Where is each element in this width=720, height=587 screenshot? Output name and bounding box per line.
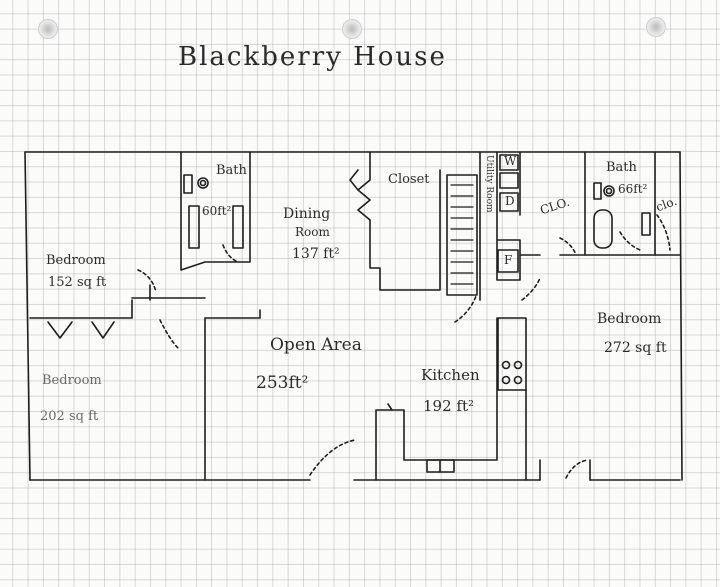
bath-left-toilet-box [183, 174, 193, 194]
bedroom-nw-label: Bedroom [46, 253, 106, 268]
door-swing-nw-bedroom [137, 269, 157, 293]
door-swing-bedroom-east [565, 459, 589, 479]
closet-zigzag [349, 169, 359, 191]
bath-left-label: Bath [216, 163, 247, 178]
door-swing-clo-right [656, 214, 671, 251]
door-swing-open-area [309, 439, 356, 476]
wall-kitchen-west [375, 317, 498, 481]
binder-hole-center [342, 19, 362, 39]
kitchen-label: Kitchen [421, 366, 480, 384]
bedroom-sw-area: 202 sq ft [40, 409, 99, 424]
stair-treads [450, 184, 474, 285]
bedroom-sw-label: Bedroom [42, 373, 102, 388]
closet-label: Closet [388, 172, 430, 187]
dining-label-line1: Dining [283, 206, 331, 222]
wall-utility-east [519, 151, 681, 256]
closet-doors-sw [47, 321, 115, 339]
door-swing-stairs [454, 295, 477, 323]
bath-left-sink [197, 177, 209, 189]
dryer-box-2 [499, 192, 519, 212]
door-swing-clo-mid [559, 237, 577, 256]
bath-left-tub-inner [232, 205, 244, 249]
kitchen-counter-west-edge [387, 403, 393, 411]
stove [497, 317, 527, 391]
bath-left-area: 60ft² [202, 204, 232, 218]
wall-bedroom-east-door [539, 459, 591, 481]
binder-hole-right [646, 17, 666, 37]
plan-title: Blackberry House [178, 42, 447, 72]
dryer-box [499, 172, 519, 189]
utility-room-label: Utility Room [484, 155, 494, 213]
dryer-label: D [505, 194, 515, 208]
furnace-label: F [504, 253, 513, 267]
wall-bath-right [584, 151, 656, 256]
wall-bedroom-divider [29, 299, 133, 319]
washer-box [499, 154, 519, 171]
washer-label: W [504, 154, 517, 168]
bath-right-toilet-box [593, 182, 602, 200]
wall-bath-left [180, 151, 251, 271]
door-swing-bath-left [222, 244, 239, 263]
bedroom-nw-area: 152 sq ft [48, 275, 107, 290]
open-area-label: Open Area [270, 335, 362, 355]
bedroom-east-label: Bedroom [597, 311, 662, 327]
bath-right-tub [593, 209, 613, 249]
dining-label-line2: Room [295, 225, 330, 239]
bedroom-east-area: 272 sq ft [604, 340, 667, 356]
furnace-box [497, 249, 519, 273]
bath-right-shelf [641, 212, 651, 236]
open-area-area: 253ft² [256, 373, 309, 393]
wall-utility [479, 151, 521, 301]
door-swing-bath-right [619, 231, 641, 251]
kitchen-area: 192 ft² [423, 397, 474, 415]
binder-hole-left [38, 19, 58, 39]
exterior-wall-right [679, 151, 683, 481]
bath-right-label: Bath [606, 160, 637, 175]
door-swing-utility [521, 277, 541, 301]
bath-left-tub [188, 205, 200, 249]
bath-right-area: 66ft² [618, 182, 648, 196]
dining-area: 137 ft² [292, 246, 340, 262]
bath-right-sink [603, 185, 615, 197]
stairs [446, 174, 478, 296]
door-swing-hall [159, 319, 179, 349]
wall-closet [357, 151, 441, 291]
exterior-wall-left [24, 151, 31, 481]
wall-open-area-top [204, 309, 261, 319]
